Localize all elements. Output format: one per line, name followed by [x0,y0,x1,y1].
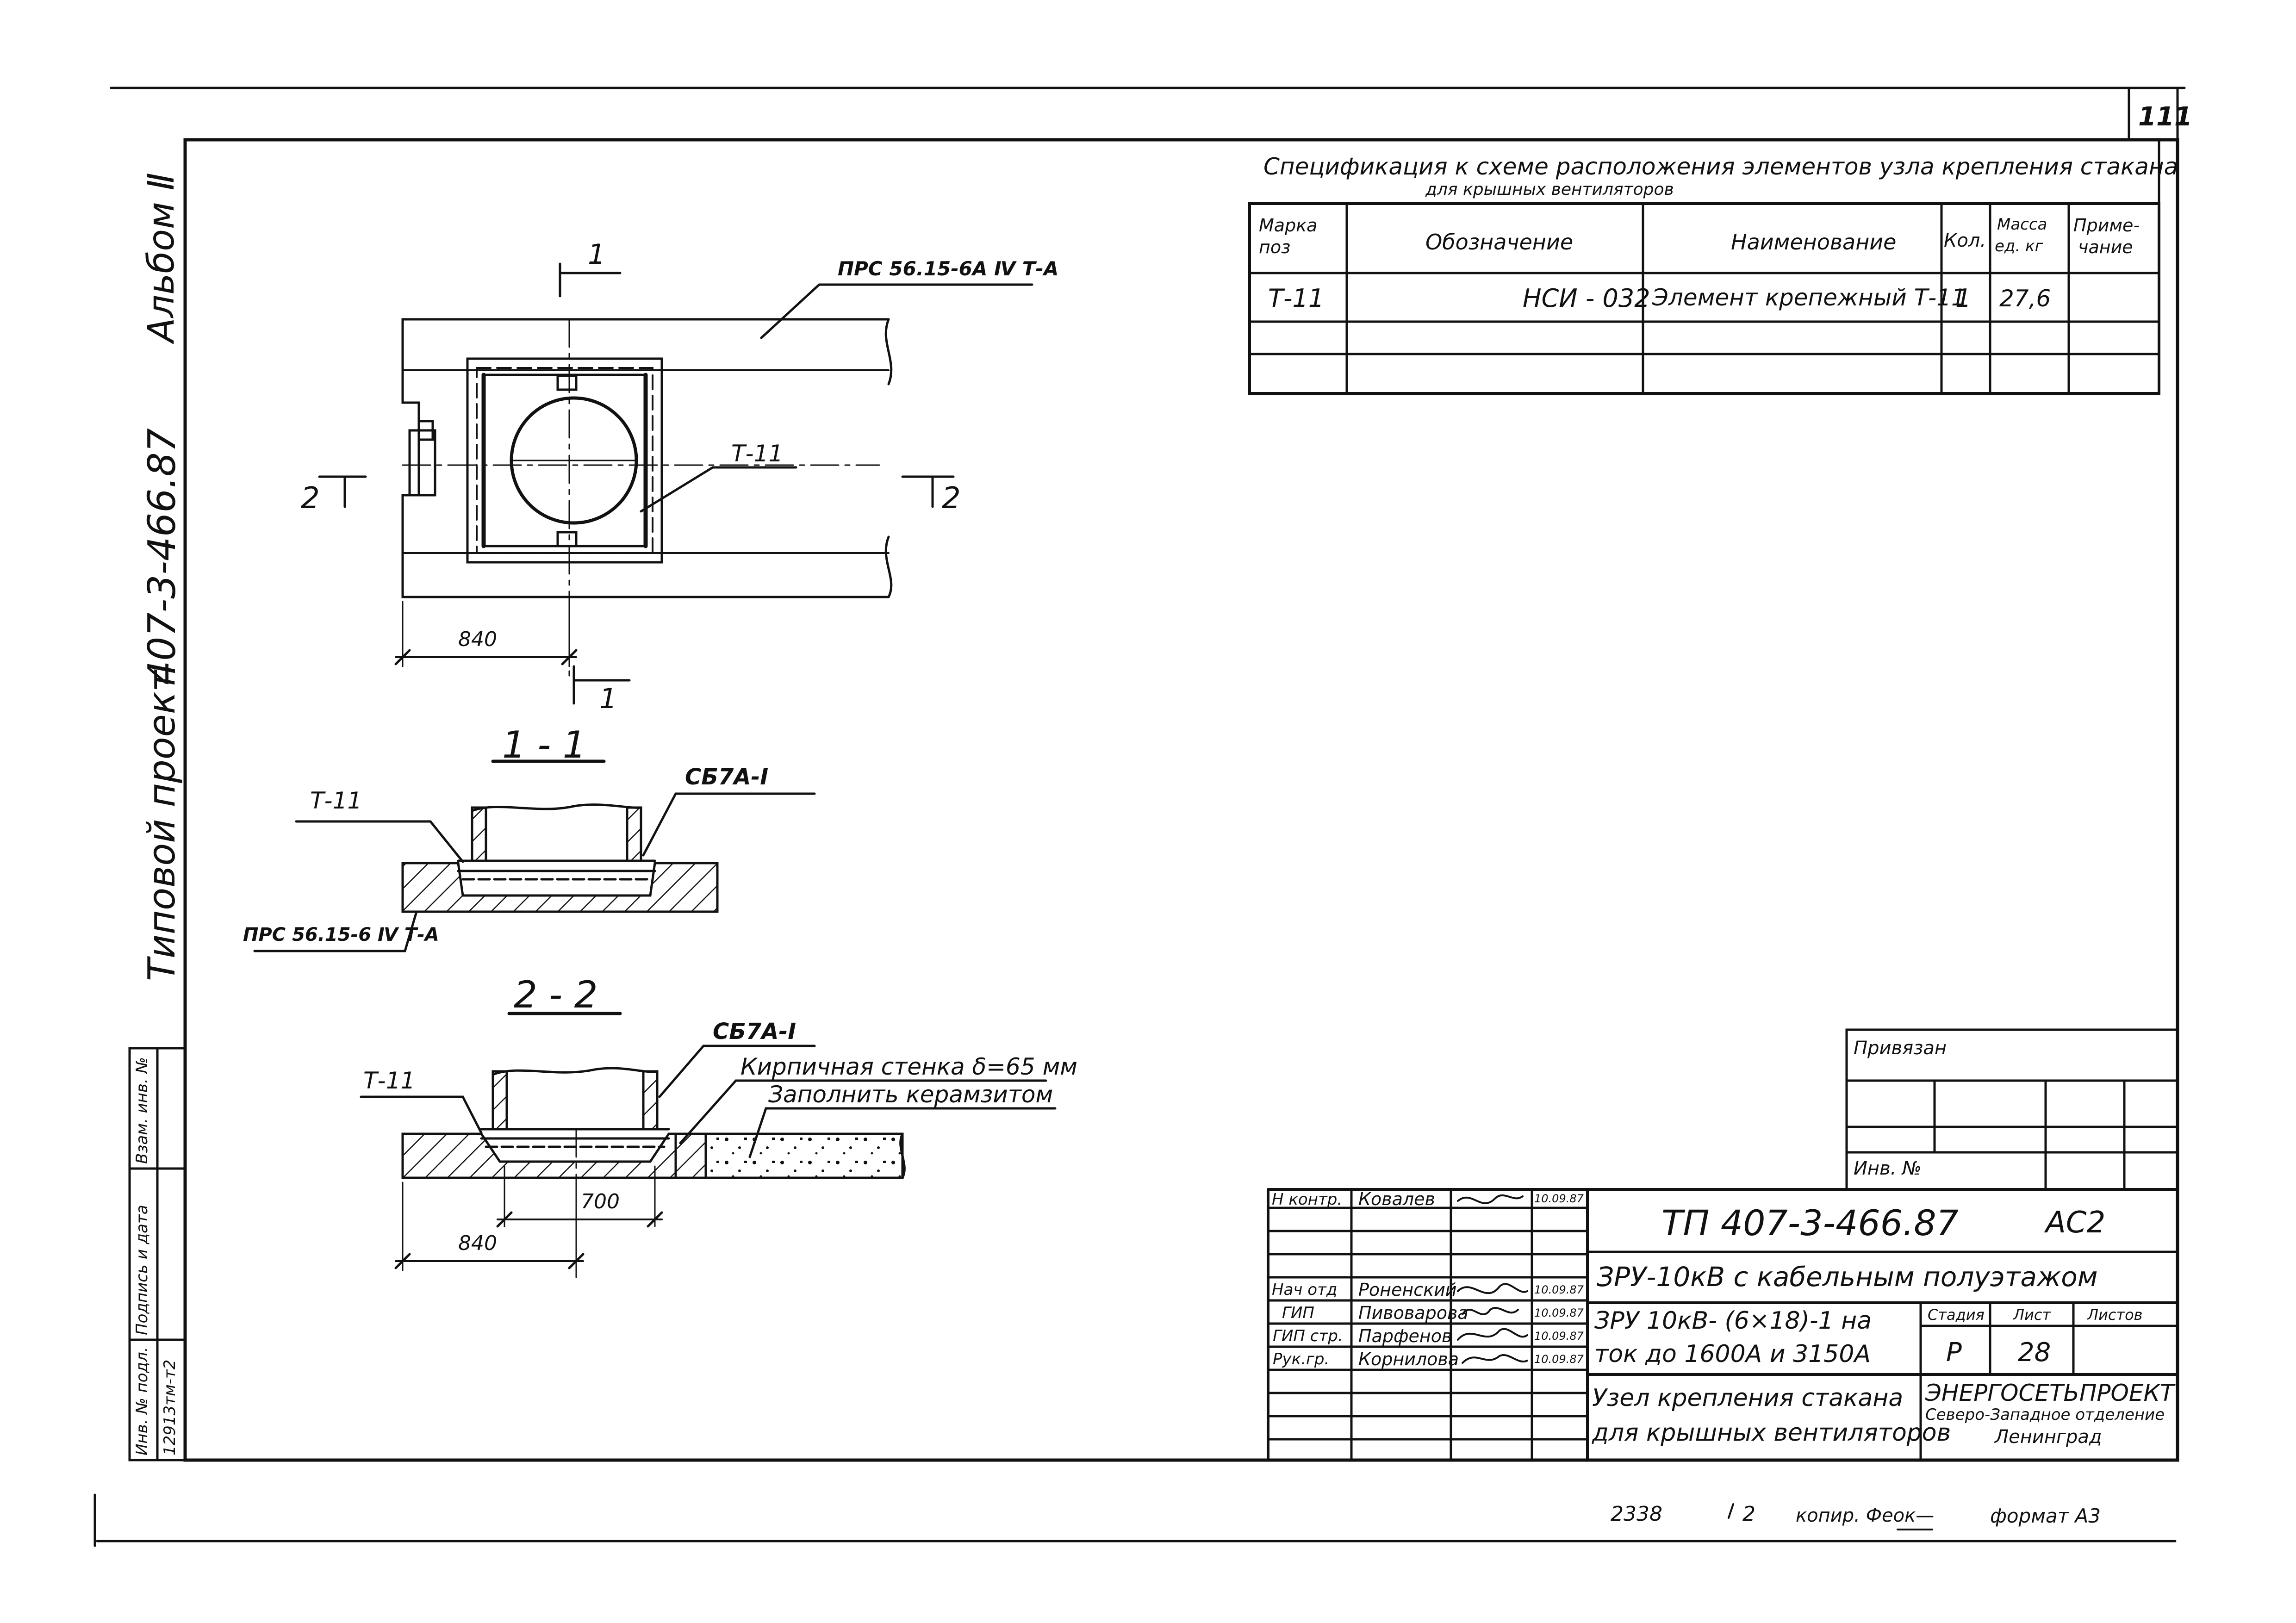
copied-by: копир. Феок— [1796,1505,1935,1526]
plan-section-2-left: 2 [301,481,320,516]
sheet-number: 111 [2138,102,2192,132]
section-1-cup: СБ7А-I [685,764,769,790]
spec-title: Спецификация к схеме расположения элемен… [1263,153,2178,180]
section-2-fill: Заполнить керамзитом [768,1081,1053,1108]
plan-element-label: Т-11 [731,440,784,467]
section-1-title: 1 - 1 [502,723,586,766]
plan-slab-label: ПРС 56.15-6А Ⅳ Т-А [838,257,1059,280]
sig-name-4: Роненский [1358,1280,1457,1300]
tb-sheet-title-2: ток до 1600А и 3150А [1594,1340,1871,1368]
format-label: формат A3 [1990,1505,2101,1527]
section-1-1 [253,759,816,952]
tb-project-code: ТП 407-3-466.87 [1661,1202,1959,1244]
section-2-title: 2 - 2 [514,973,598,1016]
privyazan-table [1845,1028,2179,1191]
project-type-label: Типовой проект [140,670,183,981]
tb-stage: Р [1946,1337,1962,1368]
sig-role-4: Нач отд [1272,1281,1338,1299]
inv-no-label: Инв. № [1854,1158,1922,1179]
spec-header-mark-2: поз [1259,237,1291,257]
sig-role-6: ГИП стр. [1273,1327,1343,1345]
spec-row-qty: 1 [1955,284,1972,313]
section-1-slab: ПРС 56.15-6 Ⅳ Т-А [243,924,439,945]
title-block [1267,1188,2179,1461]
plan-dim-840: 840 [458,628,497,651]
spec-header-designation: Обозначение [1425,230,1574,255]
tb-sheet: 28 [2018,1337,2051,1368]
sig-role-5: ГИП [1282,1304,1314,1322]
tb-set-code: АС2 [2046,1206,2106,1240]
sig-date-6: 10.09.87 [1534,1330,1584,1343]
section-2-dim-840: 840 [458,1231,497,1255]
sig-name-7: Корнилова [1358,1349,1459,1369]
section-2-cup: СБ7А-I [713,1019,796,1045]
tb-sheets-label: Листов [2087,1306,2143,1324]
tb-org-3: Ленинград [1995,1426,2102,1448]
section-2-2 [360,1012,1057,1278]
spec-header-qty: Кол. [1944,230,1986,251]
sig-name-1: Ковалев [1358,1189,1435,1209]
sig-date-5: 10.09.87 [1534,1306,1584,1319]
section-2-t11: Т-11 [363,1067,416,1094]
tb-org-2: Северо-Западное отделение [1925,1405,2165,1424]
plan-section-2-right: 2 [942,481,961,516]
plan-section-1-bottom: 1 [599,683,617,715]
side-stamp-podpis: Подпись и дата [133,1205,151,1335]
plan-view [318,262,1033,705]
spec-header-note-2: чание [2078,237,2133,257]
spec-header-mass-1: Масса [1997,215,2047,234]
bottom-code-suffix: 2 [1742,1502,1755,1526]
project-number-label: 407-3-466.87 [140,428,184,685]
tb-sheet-title-1: ЗРУ 10кВ- (6×18)-1 на [1594,1307,1872,1335]
spec-header-note-1: Приме- [2073,215,2140,236]
tb-object-name: ЗРУ-10кВ с кабельным полуэтажом [1597,1261,2098,1293]
privyazan-label: Привязан [1854,1038,1947,1059]
plan-section-1-top: 1 [588,238,606,271]
spec-row-name: Элемент крепежный Т-11 [1652,284,1966,311]
spec-row-mark: Т-11 [1268,284,1325,313]
sig-role-7: Рук.гр. [1273,1350,1330,1368]
sig-date-1: 10.09.87 [1534,1192,1584,1205]
spec-header-name: Наименование [1731,230,1897,255]
album-label: Альбом Ⅱ [141,172,182,342]
side-stamp-vzam: Взам. инв. № [133,1057,151,1164]
tb-org-1: ЭНЕРГОСЕТЬПРОЕКТ [1925,1380,2174,1406]
side-stamp-table [128,1047,187,1461]
tb-sheet-label: Лист [2013,1306,2051,1324]
side-stamp-inv-podl: Инв. № подл. [133,1347,151,1455]
sig-name-5: Пивоварова [1358,1303,1468,1323]
tb-drawing-title-2: для крышных вентиляторов [1592,1419,1951,1447]
spec-subtitle: для крышных вентиляторов [1425,180,1674,199]
section-1-t11: Т-11 [310,787,362,814]
sig-name-6: Парфенов [1358,1326,1452,1346]
tb-stage-label: Стадия [1928,1306,1985,1324]
sheet-number-box [2128,87,2179,141]
section-2-wall: Кирпичная стенка δ=65 мм [740,1053,1078,1080]
side-stamp-inv-value: 12913тм-т2 [161,1359,179,1455]
sig-role-1: Н контр. [1272,1190,1343,1209]
spec-row-mass: 27,6 [1999,285,2051,312]
tb-drawing-title-1: Узел крепления стакана [1592,1384,1904,1412]
spec-row-designation: НСИ - 032 [1523,284,1650,313]
sig-date-7: 10.09.87 [1534,1353,1584,1366]
spec-header-mark-1: Марка [1259,215,1318,236]
drawing-frame [183,138,2179,1462]
bottom-code: 2338 [1611,1502,1662,1526]
sig-date-4: 10.09.87 [1534,1283,1584,1296]
specification-table [1248,138,2160,395]
spec-header-mass-2: ед. кг [1995,237,2043,255]
section-2-dim-700: 700 [581,1190,620,1213]
